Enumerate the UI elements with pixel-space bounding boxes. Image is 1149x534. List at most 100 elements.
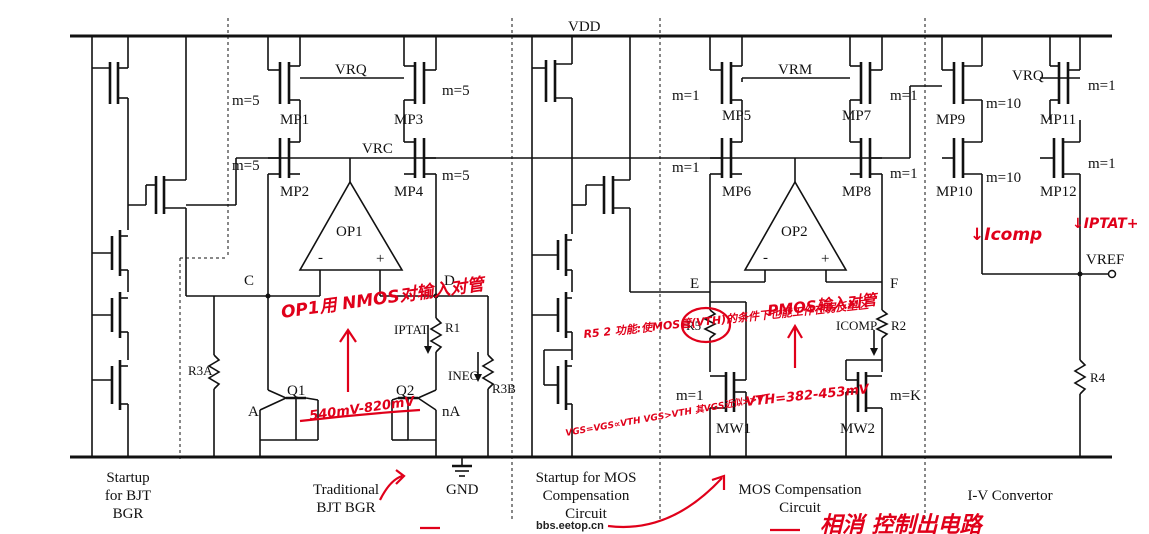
mp2-mult: m=5 — [232, 158, 260, 174]
caption-mos-comp: MOS Compensation Circuit — [739, 482, 862, 516]
icomp-label: ICOMP — [836, 318, 877, 333]
caption-startup-bjt-line3: BGR — [113, 506, 144, 522]
caption-traditional: Traditional BJT BGR — [313, 482, 379, 516]
caption-traditional-line2: BJT BGR — [316, 500, 375, 516]
mp10-transistor — [942, 120, 983, 274]
watermark: bbs.eetop.cn — [536, 520, 604, 532]
r3b-resistor — [481, 296, 495, 457]
mp4-label: MP4 — [394, 184, 424, 200]
mp5-transistor — [709, 36, 743, 120]
caption-startup-mos: Startup for MOS Compensation Circuit — [536, 470, 637, 522]
r2-resistor — [875, 292, 889, 372]
r1-label: R1 — [445, 320, 460, 335]
op1-note: OP1用 NMOS对输入对管 — [280, 274, 488, 323]
handwritten-annotations: OP1用 NMOS对输入对管 540mV-820mV PMOS输入对管 VTH=… — [280, 216, 1139, 534]
mp10-label: MP10 — [936, 184, 973, 200]
r1-resistor — [429, 296, 443, 390]
mp5-label: MP5 — [722, 108, 751, 124]
mp12-label: MP12 — [1040, 184, 1077, 200]
vrc-label: VRC — [362, 141, 393, 157]
iptat-label: IPTAT — [394, 322, 428, 337]
q-range-underline — [299, 408, 421, 423]
mp12-transistor — [1040, 120, 1081, 274]
mp4-transistor — [403, 120, 437, 296]
bottom-arrow-2 — [607, 474, 726, 528]
node-na-label: nA — [442, 404, 461, 420]
caption-traditional-line1: Traditional — [313, 482, 379, 498]
mp4-mult: m=5 — [442, 168, 470, 184]
op2-arrow — [787, 323, 803, 368]
op1-amplifier — [298, 158, 404, 296]
r5-resistor — [703, 292, 747, 380]
mp7-mult: m=1 — [890, 88, 918, 104]
r4-label: R4 — [1090, 370, 1106, 385]
mp8-transistor — [849, 120, 883, 292]
mw2-label: MW2 — [840, 421, 875, 437]
mp2-label: MP2 — [280, 184, 309, 200]
r3a-resistor — [207, 296, 221, 457]
q-range-note: 540mV-820mV — [308, 394, 416, 424]
r3a-label: R3A — [188, 363, 213, 378]
ineg-label: INEG — [448, 368, 479, 383]
bottom-hand: 相消 控制出电路 — [820, 513, 985, 534]
mw1-mult: m=1 — [676, 388, 704, 404]
caption-startup-bjt-line1: Startup — [106, 470, 149, 486]
mp10-mult: m=10 — [986, 170, 1021, 186]
caption-startup-bjt-line2: for BJT — [105, 488, 151, 504]
mp1-label: MP1 — [280, 112, 309, 128]
mp9-transistor — [941, 36, 983, 120]
r5-circle — [680, 306, 732, 344]
op1-arrow — [339, 328, 357, 392]
mp3-mult: m=5 — [442, 83, 470, 99]
caption-mos-comp-line2: Circuit — [779, 500, 821, 516]
startup-bjt-circuit — [91, 36, 268, 457]
gnd-label: GND — [446, 482, 479, 498]
mp11-transistor — [1049, 36, 1081, 120]
startup-mos-circuit — [531, 36, 710, 457]
r4-resistor — [1073, 274, 1087, 457]
mp5-mult: m=1 — [672, 88, 700, 104]
iptat-hand: ↓IPTAT+ — [1072, 216, 1138, 232]
mw2-transistor — [845, 359, 883, 457]
mw1-transistor — [709, 372, 747, 457]
watermark-bg — [532, 518, 596, 532]
mp11-mult: m=1 — [1088, 78, 1116, 94]
caption-startup-mos-line1: Startup for MOS — [536, 470, 637, 486]
q2-label: Q2 — [396, 383, 414, 399]
vdd-label: VDD — [568, 19, 601, 35]
op2-label: OP2 — [781, 224, 808, 240]
caption-startup-mos-line2: Compensation — [543, 488, 630, 504]
mp9-label: MP9 — [936, 112, 965, 128]
caption-startup-bjt: Startup for BJT BGR — [105, 470, 151, 522]
node-c-label: C — [244, 273, 254, 289]
bottom-arrow-1 — [379, 469, 406, 501]
mp1-transistor — [267, 36, 301, 120]
vref-label: VREF — [1086, 252, 1124, 268]
mp6-label: MP6 — [722, 184, 752, 200]
op1-plus: + — [376, 251, 384, 267]
mw1-label: MW1 — [716, 421, 751, 437]
icomp-hand: ↓Icomp — [970, 225, 1042, 245]
op2-amplifier — [710, 158, 882, 283]
mp2-transistor — [267, 120, 301, 296]
gnd-symbol — [452, 457, 472, 477]
mp7-label: MP7 — [842, 108, 872, 124]
op2-plus: + — [821, 251, 829, 267]
caption-iv-line1: I-V Convertor — [967, 488, 1052, 504]
caption-iv: I-V Convertor — [967, 488, 1052, 504]
mp8-mult: m=1 — [890, 166, 918, 182]
vrq-label: VRQ — [335, 62, 367, 78]
q2-bjt — [391, 389, 437, 457]
mw2-mult: m=K — [890, 388, 921, 404]
mp7-transistor — [849, 36, 883, 120]
q1-bjt — [259, 296, 319, 457]
vrm-label: VRM — [778, 62, 812, 78]
mp6-mult: m=1 — [672, 160, 700, 176]
mp3-transistor — [403, 36, 437, 120]
mp6-transistor — [709, 120, 743, 292]
r5-label: R5 — [686, 318, 701, 333]
r2-label: R2 — [891, 318, 906, 333]
r3b-label: R3B — [492, 381, 516, 396]
op1-minus: - — [318, 250, 323, 266]
